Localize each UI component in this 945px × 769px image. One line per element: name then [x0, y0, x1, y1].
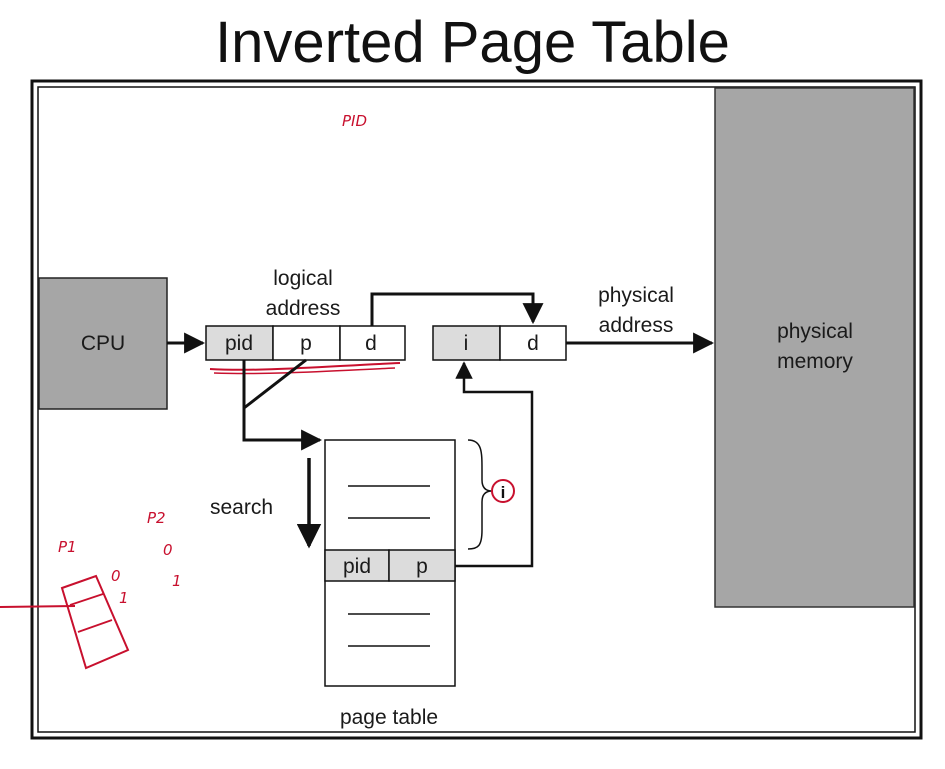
- page-table-entry-pid: [324, 549, 390, 582]
- index-annotation-text: i: [501, 483, 506, 502]
- handwritten-sketch-row: [69, 593, 104, 606]
- slide-title: Inverted Page Table: [215, 10, 730, 75]
- physical-memory-label-1: physical: [777, 320, 853, 343]
- search-label: search: [210, 496, 273, 519]
- handwritten-zero-b: 0: [163, 541, 173, 559]
- physical-field-d: [499, 325, 567, 361]
- handwritten-one-a: 1: [119, 589, 129, 607]
- physical-d-label: d: [527, 332, 539, 355]
- handwritten-zero-a: 0: [111, 567, 121, 585]
- physical-address-caption-1: physical: [598, 284, 674, 307]
- handwritten-p2: P2: [147, 509, 166, 527]
- handwritten-one-b: 1: [172, 572, 182, 590]
- logical-address-caption-1: logical: [273, 267, 333, 290]
- match-to-frame-arrow: [455, 361, 534, 568]
- cpu-box: [38, 277, 168, 410]
- outer-frame: [30, 79, 923, 740]
- cpu-label: CPU: [81, 332, 125, 355]
- red-underline-annotation-2: [213, 367, 396, 375]
- logical-pid-label: pid: [225, 332, 253, 355]
- handwritten-pointer-line: [0, 605, 76, 608]
- p-to-search-line: [243, 358, 307, 410]
- physical-i-label: i: [464, 332, 469, 355]
- page-table-entry-p: [388, 549, 456, 582]
- logical-p-label: p: [300, 332, 312, 355]
- index-brace: [467, 439, 493, 550]
- logical-field-d: [339, 325, 406, 361]
- logical-field-p: [272, 325, 341, 361]
- handwritten-sketch-row: [77, 619, 113, 633]
- page-table-p-label: p: [416, 555, 428, 578]
- handwritten-pid-note: PID: [342, 112, 367, 130]
- physical-address-caption-2: address: [599, 314, 674, 337]
- physical-field-i: [432, 325, 501, 361]
- logical-d-label: d: [365, 332, 377, 355]
- physical-memory-box: [714, 87, 915, 608]
- page-table-pid-label: pid: [343, 555, 371, 578]
- pid-search-arrow: [242, 360, 323, 451]
- index-annotation-circle: [491, 479, 515, 503]
- physical-memory-label-2: memory: [777, 350, 853, 373]
- inner-frame: [37, 86, 916, 733]
- logical-address-caption-2: address: [266, 297, 341, 320]
- handwritten-sketch-table: [60, 574, 130, 670]
- handwritten-p1: P1: [58, 538, 77, 556]
- offset-copy-arrow: [370, 292, 544, 326]
- page-table-caption: page table: [340, 706, 438, 729]
- logical-field-pid: [205, 325, 274, 361]
